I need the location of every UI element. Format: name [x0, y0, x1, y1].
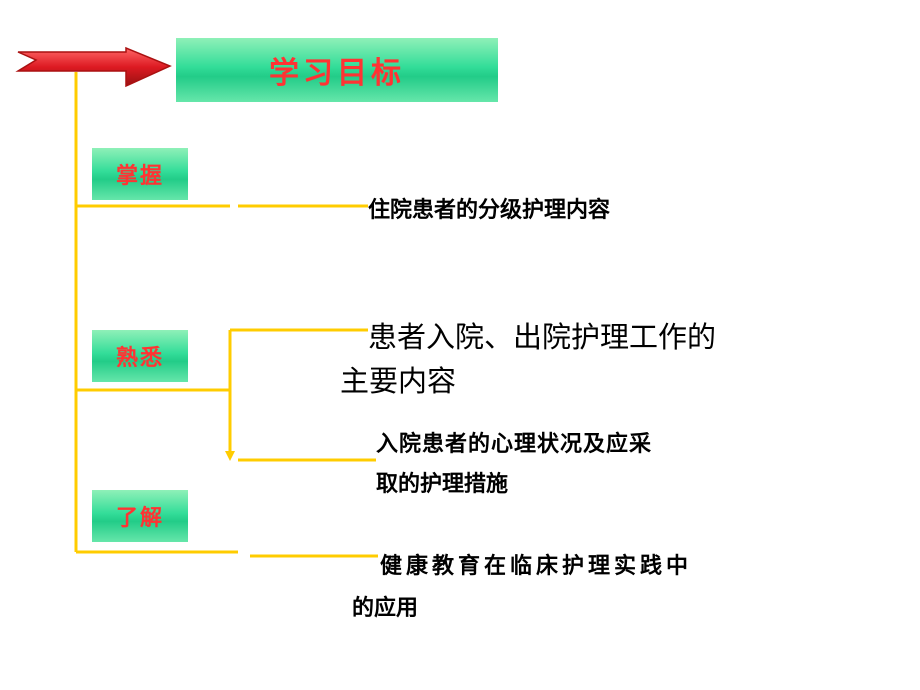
item-2-line-1: 患者入院、出院护理工作的: [368, 320, 717, 354]
item-3-line-1: 入院患者的心理状况及应采: [376, 432, 653, 457]
category-label-1: 掌握: [115, 164, 164, 189]
category-box-2: 熟悉: [92, 330, 188, 382]
category-label-2: 熟悉: [115, 346, 164, 371]
arrow-shape: [15, 46, 172, 88]
category-box-1: 掌握: [92, 148, 188, 200]
title-text: 学习目标: [269, 56, 405, 91]
item-4-line-1: 健康教育在临床护理实践中: [380, 554, 693, 579]
category-label-3: 了解: [115, 506, 164, 531]
item-3-line-2: 取的护理措施: [376, 472, 509, 497]
item-4-line-2: 的应用: [352, 596, 419, 621]
item-2-line-2: 主要内容: [340, 364, 457, 398]
item-1-line-1: 住院患者的分级护理内容: [368, 198, 611, 223]
title-box: 学习目标: [176, 38, 498, 102]
sub-arrowhead: [225, 451, 235, 461]
category-box-3: 了解: [92, 490, 188, 542]
